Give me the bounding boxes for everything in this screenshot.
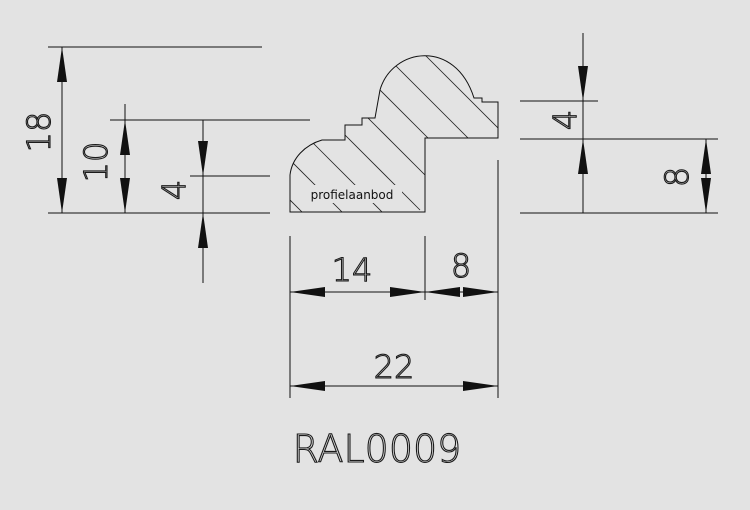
dimension-small-height: 4 [154, 120, 270, 283]
profile-section: profielaanbod [289, 55, 499, 213]
profile-label: profielaanbod [311, 188, 394, 202]
dimension-22-label: 22 [374, 348, 415, 386]
profile-code: RAL0009 [293, 427, 462, 471]
dimension-4-right-label: 4 [546, 110, 584, 130]
dimension-rebate-height: 8 [520, 139, 718, 214]
dimension-14-label: 14 [332, 251, 373, 289]
dimension-10-label: 10 [77, 142, 115, 183]
dimension-rebate-depth: 4 [520, 33, 718, 213]
profile-outline [289, 55, 499, 213]
dimension-18-label: 18 [20, 112, 58, 153]
dimension-widths: 14 8 [289, 160, 499, 398]
dimension-8-bottom-label: 8 [451, 247, 471, 285]
dimension-4-left-label: 4 [155, 180, 193, 200]
dimension-total-width: 22 [290, 347, 498, 391]
dimension-mid-height: 10 [76, 104, 310, 213]
dimension-8-right-label: 8 [658, 167, 696, 187]
dimension-total-height: 18 [19, 46, 270, 214]
